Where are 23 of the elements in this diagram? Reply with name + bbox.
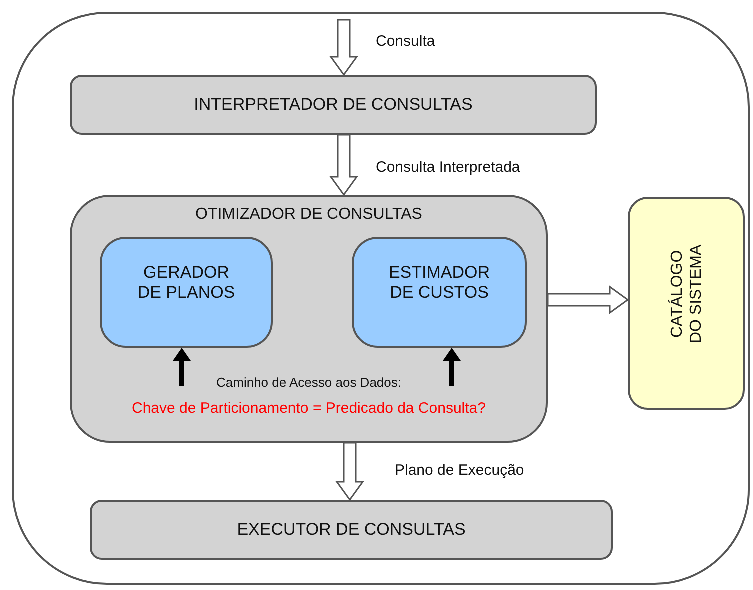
catalog-box <box>628 197 745 410</box>
box-note: Caminho de Acesso aos Dados: <box>216 375 402 391</box>
block-arrow <box>336 442 364 502</box>
process-box <box>70 195 548 443</box>
edge-label: Consulta Interpretada <box>376 159 520 176</box>
box-title: OTIMIZADOR DE CONSULTAS <box>194 205 424 224</box>
process-box <box>90 500 613 560</box>
box-label: CATÁLOGO DO SISTEMA <box>667 243 706 346</box>
process-box <box>100 237 273 348</box>
box-label: ESTIMADOR DE CUSTOS <box>388 263 492 304</box>
box-label: GERADOR DE PLANOS <box>136 263 236 304</box>
process-box <box>352 237 527 348</box>
arrow <box>173 348 191 386</box>
edge-label: Plano de Execução <box>395 462 524 479</box>
block-arrow <box>330 134 358 196</box>
box-label: EXECUTOR DE CONSULTAS <box>236 520 467 540</box>
box-note: Chave de Particionamento = Predicado da Consulta? <box>131 400 487 418</box>
block-arrow <box>547 286 630 314</box>
box-label: INTERPRETADOR DE CONSULTAS <box>193 95 474 116</box>
system-frame <box>12 12 750 585</box>
process-box <box>70 75 597 135</box>
arrow <box>443 348 461 386</box>
block-arrow <box>330 19 358 76</box>
